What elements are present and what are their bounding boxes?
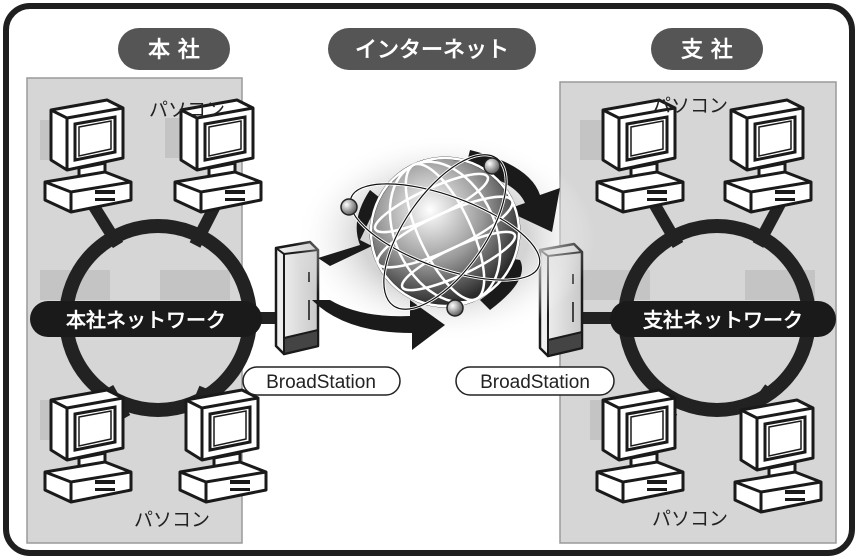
head-office-network-label: 本社ネットワーク: [66, 308, 226, 332]
pc-icon: [43, 98, 133, 214]
branch-office-network-pill: 支社ネットワーク: [610, 301, 836, 337]
head-office-network-pill: 本社ネットワーク: [30, 301, 262, 337]
pc-label-top-left: パソコン: [149, 99, 225, 121]
pc-icon: [723, 98, 813, 214]
left-router-name: BroadStation: [266, 372, 376, 393]
pc-label-top-right: パソコン: [652, 95, 728, 117]
right-router-label: BroadStation: [455, 366, 615, 396]
pc-icon: [178, 388, 268, 504]
arrow-icon: [312, 300, 445, 350]
pc-label-bottom-left: パソコン: [134, 509, 210, 531]
pc-icon: [43, 388, 133, 504]
left-router-label: BroadStation: [242, 366, 401, 396]
pc-icon: [595, 388, 685, 504]
internet-header: インターネット: [328, 28, 536, 70]
internet-label: インターネット: [355, 38, 509, 63]
head-office-label: 本 社: [148, 37, 200, 63]
branch-office-label: 支 社: [681, 37, 733, 63]
head-office-header: 本 社: [118, 28, 230, 70]
branch-office-header: 支 社: [651, 28, 763, 70]
internet-globe: [295, 133, 595, 350]
pc-icon: [733, 398, 823, 514]
pc-label-bottom-right: パソコン: [652, 508, 728, 530]
branch-office-network-label: 支社ネットワーク: [643, 308, 803, 332]
right-router-name: BroadStation: [480, 372, 590, 393]
